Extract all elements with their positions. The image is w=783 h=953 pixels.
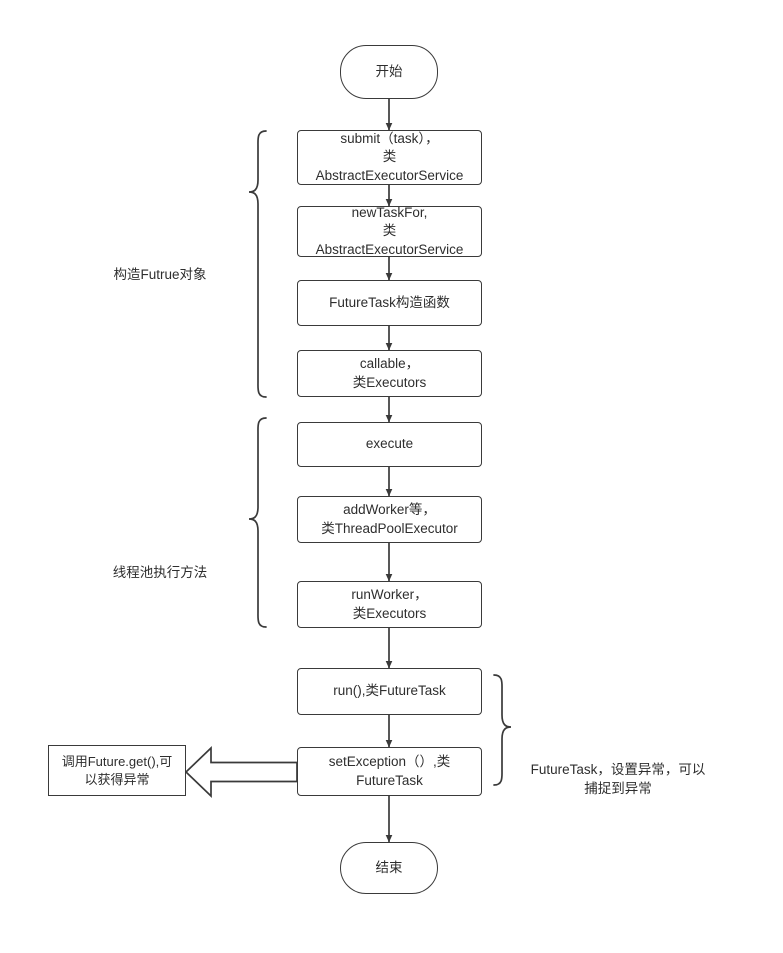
node-new-task-for-label: newTaskFor, 类 AbstractExecutorService xyxy=(315,204,464,257)
node-callable-label: callable， 类Executors xyxy=(352,355,427,390)
group-label-future-task-exception: FutureTask，设置异常，可以 捕捉到异常 xyxy=(520,740,716,799)
group-label-construct-future-text: 构造Futrue对象 xyxy=(113,266,207,282)
node-future-task-constructor-label: FutureTask构造函数 xyxy=(329,294,450,310)
node-new-task-for[interactable]: newTaskFor, 类 AbstractExecutorService xyxy=(297,204,482,257)
node-submit[interactable]: submit（task）， 类 AbstractExecutorService xyxy=(297,130,482,185)
node-start[interactable]: 开始 xyxy=(340,45,438,99)
node-run-worker[interactable]: runWorker， 类Executors xyxy=(297,581,482,628)
node-start-label: 开始 xyxy=(375,63,403,79)
node-callable[interactable]: callable， 类Executors xyxy=(297,350,482,397)
node-callout-future-get[interactable]: 调用Future.get(),可 以获得异常 xyxy=(48,745,186,796)
node-run-worker-label: runWorker， 类Executors xyxy=(351,586,428,621)
node-execute[interactable]: execute xyxy=(297,422,482,467)
node-set-exception-label: setException（）,类 FutureTask xyxy=(328,753,451,788)
node-callout-future-get-label: 调用Future.get(),可 以获得异常 xyxy=(61,753,173,787)
brace-future-task-exception xyxy=(493,674,512,786)
node-execute-label: execute xyxy=(365,436,414,452)
block-arrow-setexception-to-callout xyxy=(184,746,298,798)
node-future-task-constructor[interactable]: FutureTask构造函数 xyxy=(297,280,482,326)
node-set-exception[interactable]: setException（）,类 FutureTask xyxy=(297,747,482,796)
group-label-threadpool-exec: 线程池执行方法 xyxy=(80,543,240,582)
group-label-construct-future: 构造Futrue对象 xyxy=(80,245,240,284)
node-run-label: run(),类FutureTask xyxy=(333,683,446,699)
node-add-worker[interactable]: addWorker等， 类ThreadPoolExecutor xyxy=(297,496,482,543)
node-run[interactable]: run(),类FutureTask xyxy=(297,668,482,715)
node-end[interactable]: 结束 xyxy=(340,842,438,894)
group-label-future-task-exception-text: FutureTask，设置异常，可以 捕捉到异常 xyxy=(530,761,706,797)
brace-threadpool-exec xyxy=(248,417,267,628)
node-submit-label: submit（task）， 类 AbstractExecutorService xyxy=(315,130,464,183)
brace-construct-future xyxy=(248,130,267,398)
node-end-label: 结束 xyxy=(375,859,403,875)
group-label-threadpool-exec-text: 线程池执行方法 xyxy=(112,564,208,580)
node-add-worker-label: addWorker等， 类ThreadPoolExecutor xyxy=(321,501,458,536)
